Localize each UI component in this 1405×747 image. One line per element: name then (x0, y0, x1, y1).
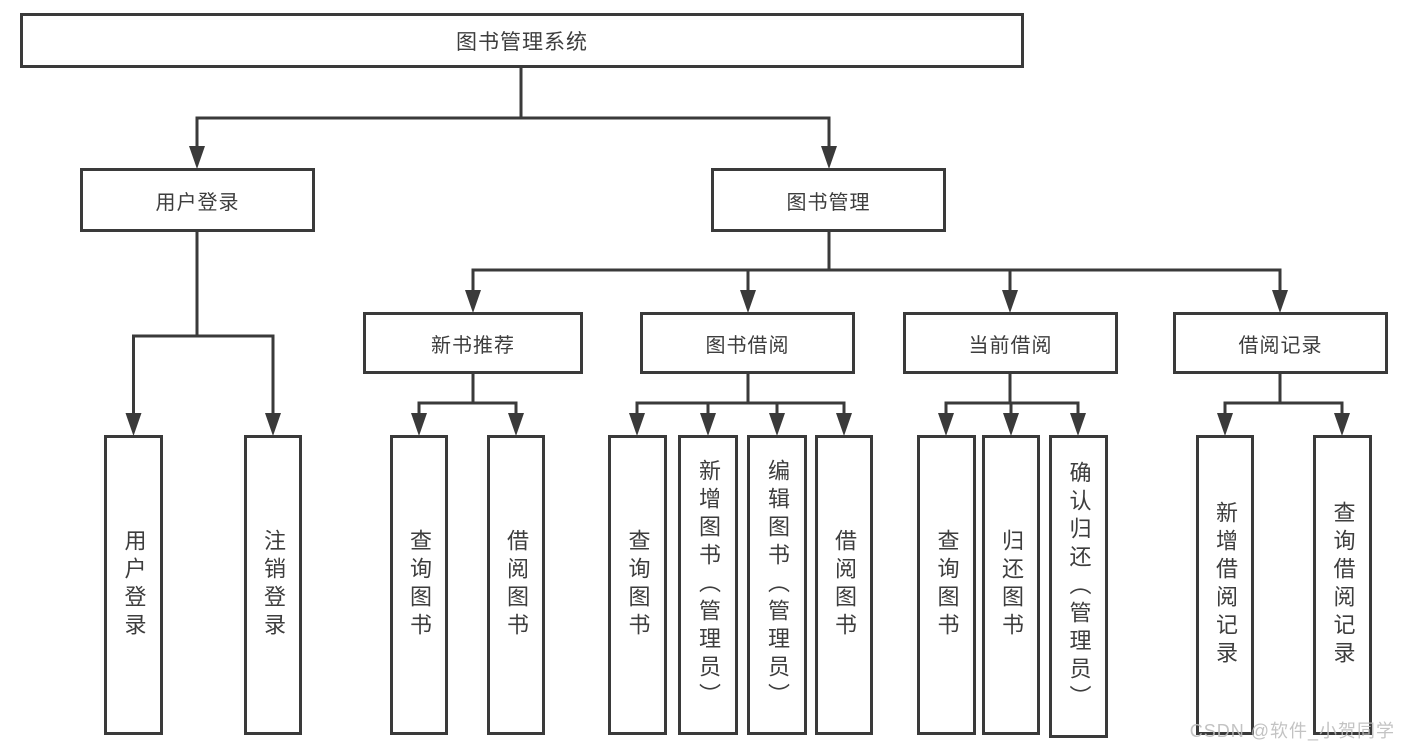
leaf-cb-query-books: 查询图书 (917, 435, 976, 735)
leaf-nbr-query-books: 查询图书 (390, 435, 448, 735)
arrow-borrowing-records (1272, 290, 1288, 313)
leaf-nbr-borrow-books: 借阅图书 (487, 435, 545, 735)
arrow-leaf-cb-return (1003, 413, 1019, 436)
node-new-book-recommend: 新书推荐 (363, 312, 583, 374)
connector-user-login-split (132, 334, 275, 414)
leaf-br-query-borrow-record: 查询借阅记录 (1313, 435, 1372, 735)
arrow-current-borrowing (1002, 290, 1018, 313)
leaf-logout-login: 注销登录 (244, 435, 302, 735)
node-borrowing-records: 借阅记录 (1173, 312, 1388, 374)
arrow-leaf-bb-query (629, 413, 645, 436)
leaf-br-add-borrow-record: 新增借阅记录 (1196, 435, 1254, 735)
watermark-text: CSDN @软件_小贺同学 (1189, 721, 1395, 741)
arrow-leaf-user-login (125, 413, 142, 436)
leaf-user-login: 用户登录 (104, 435, 163, 735)
arrow-user-login (189, 146, 205, 169)
arrow-leaf-bb-add (700, 413, 716, 436)
arrow-leaf-br-query (1334, 413, 1350, 436)
connector-root-split (195, 116, 831, 148)
leaf-bb-edit-books-admin: 编辑图书（管理员） (747, 435, 807, 735)
arrow-leaf-logout (265, 413, 281, 436)
connector-nbr-split (417, 401, 518, 414)
arrow-leaf-cb-confirm (1070, 413, 1086, 436)
arrow-leaf-cb-query (938, 413, 954, 436)
node-user-login: 用户登录 (80, 168, 315, 232)
node-book-management: 图书管理 (711, 168, 946, 232)
node-current-borrowing: 当前借阅 (903, 312, 1118, 374)
node-book-borrowing: 图书借阅 (640, 312, 855, 374)
arrow-leaf-bb-borrow (836, 413, 852, 436)
arrow-leaf-bb-edit (769, 413, 785, 436)
arrowheads (125, 146, 1350, 436)
connector-book-mgmt-split (471, 268, 1282, 291)
arrow-leaf-nbr-borrow (508, 413, 524, 436)
leaf-bb-query-books: 查询图书 (608, 435, 667, 735)
arrow-leaf-br-add (1217, 413, 1233, 436)
arrow-book-borrowing (740, 290, 756, 313)
connector-br-split (1223, 401, 1344, 414)
arrow-new-book-recommend (465, 290, 481, 313)
arrow-book-mgmt (821, 146, 837, 169)
leaf-cb-return-books: 归还图书 (982, 435, 1040, 735)
leaf-bb-add-books-admin: 新增图书（管理员） (678, 435, 738, 735)
leaf-cb-confirm-return-admin: 确认归还（管理员） (1049, 435, 1108, 738)
connector-bb-split (635, 401, 846, 414)
leaf-bb-borrow-books: 借阅图书 (815, 435, 873, 735)
arrow-leaf-nbr-query (411, 413, 427, 436)
node-root: 图书管理系统 (20, 13, 1024, 68)
